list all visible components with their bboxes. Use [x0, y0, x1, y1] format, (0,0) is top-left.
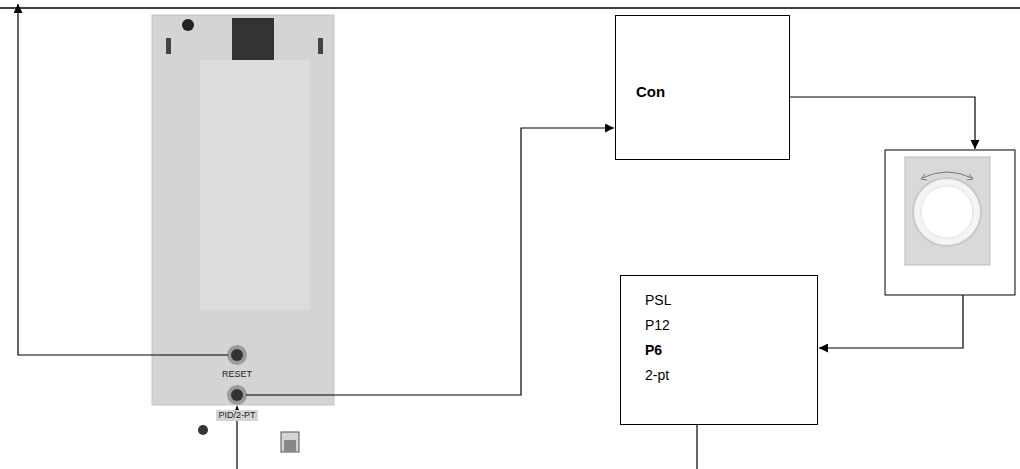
leader-line	[819, 295, 963, 348]
box-text: P12	[645, 313, 805, 338]
box-text: PSL	[645, 288, 805, 313]
leader-line	[696, 425, 697, 469]
box-text: P6	[645, 338, 805, 363]
dial-symbol	[885, 150, 1015, 295]
part-label: PID/2-PT	[216, 410, 257, 421]
leader-line	[790, 97, 975, 149]
device-plate	[152, 15, 334, 452]
leader-line	[18, 4, 228, 355]
leader-line	[246, 128, 614, 395]
header-rule	[0, 7, 1020, 9]
box-text: Con	[636, 83, 777, 101]
box-text: 2-pt	[645, 363, 805, 388]
text-box: PSLP12P62-pt	[620, 275, 818, 425]
part-label: RESET	[220, 369, 254, 380]
text-box: Con	[615, 15, 790, 160]
